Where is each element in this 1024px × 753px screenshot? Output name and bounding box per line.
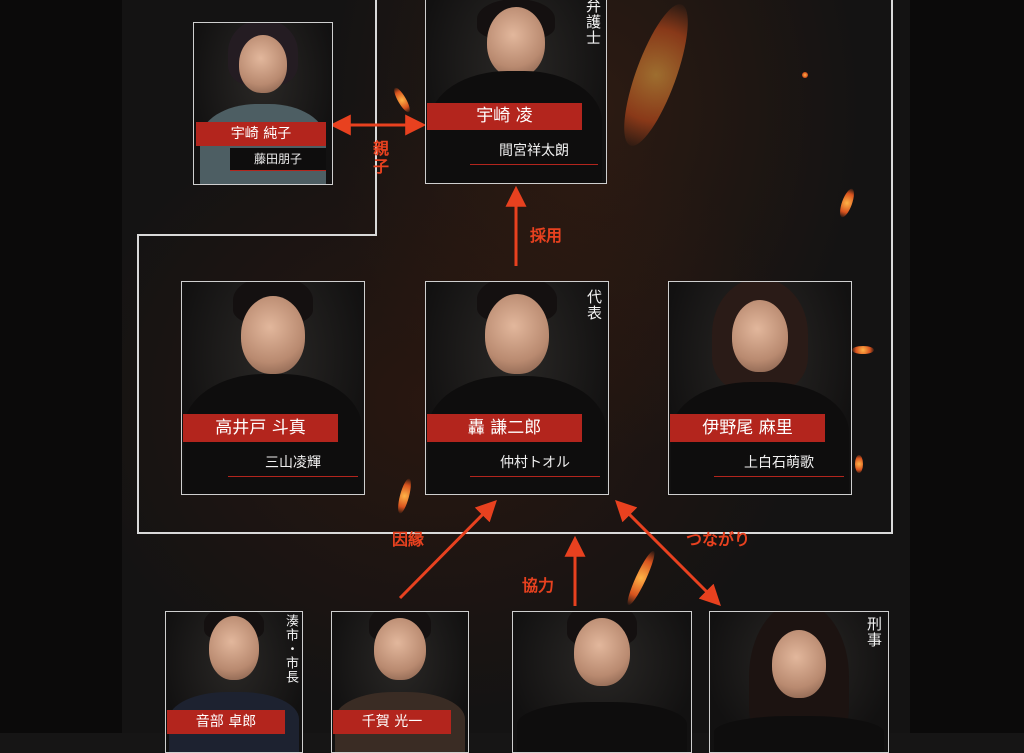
- arrow-connection: [615, 500, 721, 606]
- portrait-face: [732, 300, 788, 372]
- portrait-body: [517, 702, 687, 752]
- right-margin: [910, 0, 1024, 733]
- portrait-face: [485, 294, 549, 374]
- relation-label-connection: つながり: [686, 530, 751, 549]
- portrait-face: [487, 7, 545, 77]
- portrait-face: [772, 630, 826, 698]
- character-card-unnamed[interactable]: [512, 611, 692, 753]
- role-name: 宇崎 凌: [427, 103, 582, 130]
- portrait-face: [574, 618, 630, 686]
- actor-name: 藤田朋子: [230, 148, 326, 171]
- character-title: 刑事: [865, 616, 883, 648]
- portrait-face: [374, 618, 426, 680]
- actor-name: 三山凌輝: [228, 450, 358, 477]
- ember-decoration: [802, 72, 808, 78]
- relation-label-hired: 採用: [530, 226, 563, 245]
- portrait-face: [239, 35, 287, 93]
- frame-line: [137, 234, 139, 534]
- character-card-detective[interactable]: [709, 611, 889, 753]
- role-name: 音部 卓郎: [167, 710, 285, 734]
- character-title: 弁護士: [584, 0, 602, 46]
- actor-name: 仲村トオル: [470, 450, 600, 477]
- role-name: 千賀 光一: [333, 710, 451, 734]
- character-title: 湊市・市長: [283, 614, 298, 684]
- role-name: 轟 謙二郎: [427, 414, 582, 442]
- relation-label-fate: 因縁: [392, 530, 425, 549]
- arrow-fate: [398, 500, 497, 600]
- relation-label-cooperation: 協力: [522, 576, 555, 595]
- left-margin: [0, 0, 122, 733]
- frame-line: [137, 532, 893, 534]
- relation-label-parent-child: 親子: [370, 140, 389, 176]
- ember-decoration: [852, 346, 874, 354]
- frame-line: [137, 234, 377, 236]
- role-name: 伊野尾 麻里: [670, 414, 825, 442]
- role-name: 高井戸 斗真: [183, 414, 338, 442]
- ember-decoration: [855, 455, 863, 473]
- frame-line: [891, 0, 893, 534]
- relation-arrows: [329, 114, 721, 606]
- portrait-face: [209, 616, 259, 680]
- portrait-face: [241, 296, 305, 374]
- actor-name: 間宮祥太朗: [470, 138, 598, 165]
- character-title: 代表: [585, 289, 603, 321]
- actor-name: 上白石萌歌: [714, 450, 844, 477]
- portrait-body: [714, 716, 884, 752]
- role-name: 宇崎 純子: [196, 122, 326, 146]
